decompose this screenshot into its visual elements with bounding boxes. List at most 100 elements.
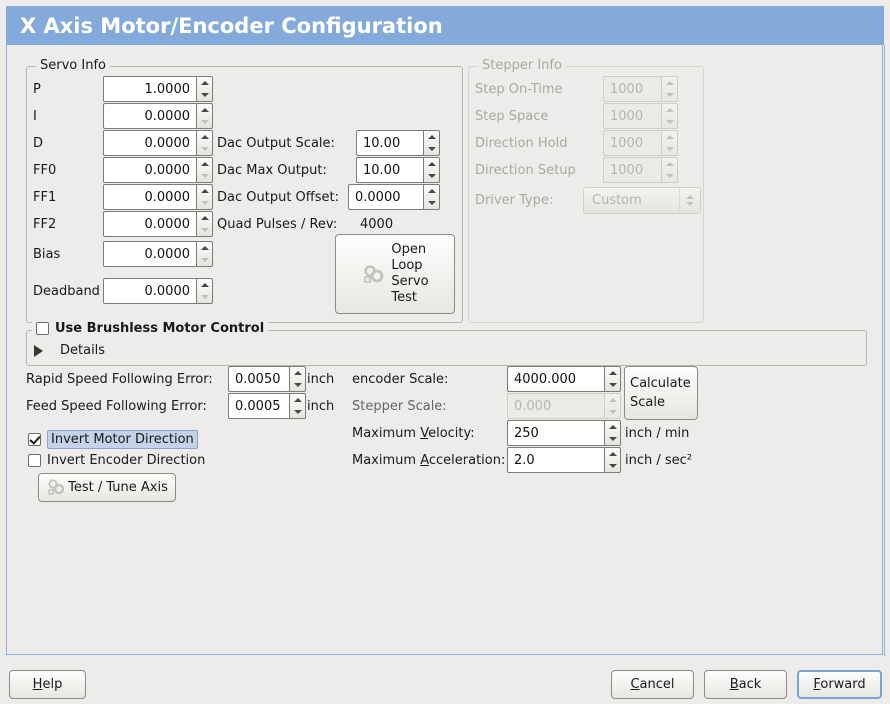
spin-up-icon[interactable] [605, 367, 620, 379]
checkbox-box[interactable] [36, 322, 49, 335]
servo-i-value[interactable]: 0.0000 [103, 103, 196, 129]
spin-up-icon[interactable] [197, 77, 212, 89]
spin-down-icon[interactable] [605, 433, 620, 445]
calculate-scale-button[interactable]: Calculate Scale [624, 366, 698, 420]
servo-d-spinbox[interactable]: 0.0000 [103, 130, 213, 156]
servo-deadband-stepper[interactable] [196, 278, 213, 304]
servo-p-stepper[interactable] [196, 76, 213, 102]
spin-up-icon[interactable] [290, 394, 305, 406]
rapid-speed-following-error-spinbox[interactable]: 0.0050 [228, 366, 306, 392]
help-label: Help [33, 677, 63, 692]
spin-down-icon[interactable] [290, 379, 305, 391]
servo-d-value[interactable]: 0.0000 [103, 130, 196, 156]
spin-down-icon[interactable] [290, 406, 305, 418]
servo-d-stepper[interactable] [196, 130, 213, 156]
servo-ff1-value[interactable]: 0.0000 [103, 184, 196, 210]
forward-button[interactable]: Forward [797, 670, 882, 699]
servo-bias-stepper[interactable] [196, 241, 213, 267]
dac-output-offset-spinbox[interactable]: 0.0000 [348, 184, 440, 210]
help-button[interactable]: Help [9, 670, 86, 699]
rapid-error-stepper[interactable] [289, 366, 306, 392]
dac-max-output-value[interactable]: 10.00 [356, 157, 423, 183]
quad-pulses-label: Quad Pulses / Rev: [217, 217, 338, 232]
servo-i-spinbox[interactable]: 0.0000 [103, 103, 213, 129]
use-brushless-motor-control-checkbox[interactable]: Use Brushless Motor Control [32, 321, 269, 336]
dac-output-offset-value[interactable]: 0.0000 [348, 184, 423, 210]
spin-up-icon[interactable] [605, 421, 620, 433]
encoder-scale-spinbox[interactable]: 4000.000 [507, 366, 621, 392]
spin-up-icon[interactable] [290, 367, 305, 379]
dac-output-scale-value[interactable]: 10.00 [356, 130, 423, 156]
spin-down-icon[interactable] [424, 143, 439, 155]
spin-down-icon[interactable] [605, 460, 620, 472]
maximum-acceleration-value[interactable]: 2.0 [507, 447, 604, 473]
servo-ff0-stepper[interactable] [196, 157, 213, 183]
test-tune-axis-button[interactable]: Test / Tune Axis [38, 473, 176, 502]
dac-output-scale-spinbox[interactable]: 10.00 [356, 130, 440, 156]
spin-up-icon[interactable] [197, 104, 212, 116]
spin-down-icon[interactable] [424, 170, 439, 182]
window-right-border [884, 45, 885, 656]
servo-ff2-spinbox[interactable]: 0.0000 [103, 211, 213, 237]
back-rest: ack [738, 677, 762, 692]
spin-up-icon[interactable] [424, 131, 439, 143]
chevron-right-icon[interactable] [34, 344, 52, 357]
spin-up-icon[interactable] [197, 131, 212, 143]
spin-up-icon[interactable] [197, 279, 212, 291]
feed-speed-following-error-spinbox[interactable]: 0.0005 [228, 393, 306, 419]
maximum-acceleration-stepper[interactable] [604, 447, 621, 473]
maximum-velocity-spinbox[interactable]: 250 [507, 420, 621, 446]
servo-bias-spinbox[interactable]: 0.0000 [103, 241, 213, 267]
spin-down-icon[interactable] [197, 116, 212, 128]
spin-down-icon[interactable] [197, 170, 212, 182]
quad-pulses-value: 4000 [360, 217, 394, 232]
spin-down-icon[interactable] [424, 197, 439, 209]
spin-down-icon[interactable] [197, 224, 212, 236]
servo-p-value[interactable]: 1.0000 [103, 76, 196, 102]
rapid-speed-following-error-value[interactable]: 0.0050 [228, 366, 289, 392]
back-button[interactable]: Back [704, 670, 787, 699]
spin-down-icon[interactable] [197, 143, 212, 155]
servo-ff2-stepper[interactable] [196, 211, 213, 237]
encoder-scale-value[interactable]: 4000.000 [507, 366, 604, 392]
spin-up-icon[interactable] [197, 185, 212, 197]
maximum-velocity-stepper[interactable] [604, 420, 621, 446]
servo-ff0-value[interactable]: 0.0000 [103, 157, 196, 183]
cancel-button[interactable]: Cancel [611, 670, 694, 699]
spin-up-icon[interactable] [605, 448, 620, 460]
servo-i-stepper[interactable] [196, 103, 213, 129]
maximum-acceleration-spinbox[interactable]: 2.0 [507, 447, 621, 473]
spin-down-icon[interactable] [197, 291, 212, 303]
servo-ff1-stepper[interactable] [196, 184, 213, 210]
feed-speed-following-error-value[interactable]: 0.0005 [228, 393, 289, 419]
spin-down-icon[interactable] [197, 254, 212, 266]
spin-down-icon[interactable] [197, 197, 212, 209]
dac-max-output-spinbox[interactable]: 10.00 [356, 157, 440, 183]
spin-down-icon[interactable] [197, 89, 212, 101]
feed-error-stepper[interactable] [289, 393, 306, 419]
spin-up-icon[interactable] [424, 158, 439, 170]
dac-max-output-stepper[interactable] [423, 157, 440, 183]
servo-ff2-value[interactable]: 0.0000 [103, 211, 196, 237]
servo-ff1-spinbox[interactable]: 0.0000 [103, 184, 213, 210]
servo-deadband-spinbox[interactable]: 0.0000 [103, 278, 213, 304]
servo-p-spinbox[interactable]: 1.0000 [103, 76, 213, 102]
checkbox-box[interactable] [28, 454, 41, 467]
servo-deadband-value[interactable]: 0.0000 [103, 278, 196, 304]
invert-encoder-direction-checkbox[interactable]: Invert Encoder Direction [28, 453, 205, 468]
spin-up-icon[interactable] [197, 242, 212, 254]
servo-bias-value[interactable]: 0.0000 [103, 241, 196, 267]
dac-output-scale-stepper[interactable] [423, 130, 440, 156]
spin-up-icon[interactable] [424, 185, 439, 197]
spin-up-icon[interactable] [197, 212, 212, 224]
invert-motor-direction-checkbox[interactable]: Invert Motor Direction [28, 430, 198, 449]
checkbox-box[interactable] [28, 433, 41, 446]
spin-down-icon[interactable] [605, 379, 620, 391]
dac-output-offset-stepper[interactable] [423, 184, 440, 210]
servo-ff0-spinbox[interactable]: 0.0000 [103, 157, 213, 183]
spin-up-icon[interactable] [197, 158, 212, 170]
open-loop-servo-test-button[interactable]: Open Loop Servo Test [335, 234, 455, 314]
maximum-velocity-value[interactable]: 250 [507, 420, 604, 446]
details-expander[interactable]: Details [34, 343, 105, 358]
encoder-scale-stepper[interactable] [604, 366, 621, 392]
